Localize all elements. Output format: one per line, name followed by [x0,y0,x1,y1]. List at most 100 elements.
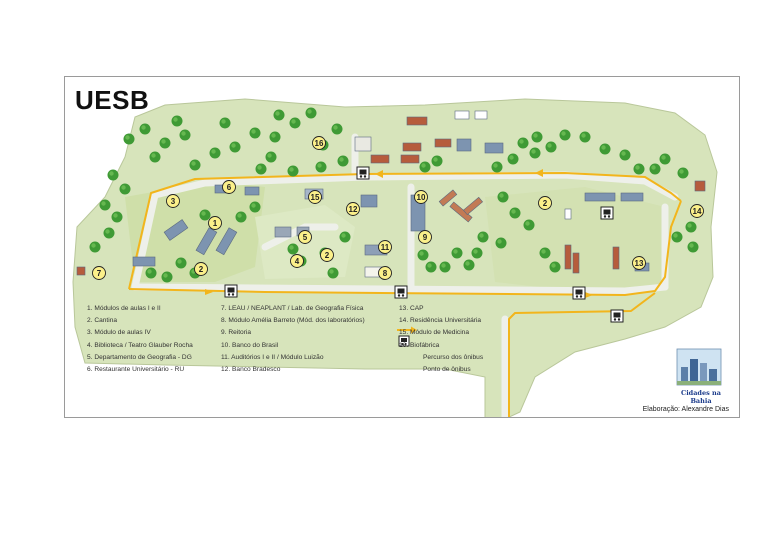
marker-label: 11 [381,243,390,252]
map-credit: Elaboração: Alexandre Dias [642,406,729,413]
tree-highlight [533,133,538,138]
tree-highlight [289,245,294,250]
tree-highlight [661,155,666,160]
building-marker-12: 12 [346,202,360,216]
building-marker-16: 16 [312,136,326,150]
tree-highlight [427,263,432,268]
marker-label: 12 [349,205,358,214]
tree-highlight [339,157,344,162]
tree-highlight [341,233,346,238]
building-marker-1: 1 [208,216,222,230]
marker-label: 2 [543,199,548,208]
building-marker-2: 2 [194,262,208,276]
bus-stops [224,166,624,323]
tree-highlight [421,163,426,168]
building-marker-9: 9 [418,230,432,244]
marker-label: 14 [693,207,702,216]
tree-highlight [267,153,272,158]
tree-highlight [221,119,226,124]
marker-label: 16 [315,139,324,148]
tree-highlight [125,135,130,140]
campus-block [485,187,665,292]
logo-text: Cidades na Bahia [681,389,721,405]
tree-highlight [151,153,156,158]
marker-label: 13 [635,259,644,268]
building-marker-15: 15 [308,190,322,204]
tree-highlight [161,139,166,144]
tree-highlight [465,261,470,266]
legend-item: 6. Restaurante Universitário - RU [87,365,185,373]
tree-highlight [493,163,498,168]
building-marker-8: 8 [378,266,392,280]
legend-item: 14. Residência Universitária [399,317,482,325]
tree-highlight [601,145,606,150]
campus-block [125,181,265,282]
tree-highlight [419,251,424,256]
tree-highlight [519,139,524,144]
tree-highlight [541,249,546,254]
legend-item: 1. Módulos de aulas I e II [87,305,161,312]
route-arrows [205,169,593,298]
tree-highlight [251,203,256,208]
tree-highlight [307,109,312,114]
building-marker-5: 5 [298,230,312,244]
tree-highlight [497,239,502,244]
legend-item: 15. Módulo de Medicina [399,329,470,337]
tree-highlight [525,221,530,226]
building-marker-11: 11 [378,240,392,254]
legend-item: 2. Cantina [87,317,118,325]
legend-column-1: 1. Módulos de aulas I e II 2. Cantina 3.… [87,303,193,376]
tree-highlight [237,213,242,218]
marker-label: 1 [213,219,218,228]
tree-highlight [621,151,626,156]
legend-item: 11. Auditórios I e II / Módulo Luizão [221,353,324,361]
legend-item: 3. Módulo de aulas IV [87,329,151,337]
marker-label: 7 [97,269,102,278]
map-title: UESB [75,85,150,115]
building-marker-2: 2 [320,248,334,262]
cidades-na-bahia-logo [676,348,722,386]
tree-highlight [101,201,106,206]
tree-highlight [251,129,256,134]
tree-highlight [479,233,484,238]
legend-column-2: 7. LEAU / NEAPLANT / Lab. de Geografia F… [221,303,365,376]
tree-highlight [109,171,114,176]
building-marker-13: 13 [632,256,646,270]
marker-label: 9 [423,233,428,242]
building-marker-10: 10 [414,190,428,204]
tree-highlight [191,161,196,166]
building-marker-4: 4 [290,254,304,268]
building-marker-14: 14 [690,204,704,218]
tree-highlight [551,263,556,268]
tree-highlight [141,125,146,130]
tree-highlight [147,269,152,274]
legend-item: 7. LEAU / NEAPLANT / Lab. de Geografia F… [221,305,364,312]
tree-highlight [271,133,276,138]
tree-highlight [291,119,296,124]
tree-highlight [651,165,656,170]
marker-label: 10 [417,193,426,202]
tree-highlight [509,155,514,160]
legend-item: 13. CAP [399,305,424,312]
tree-highlight [531,149,536,154]
tree-highlight [105,229,110,234]
tree-highlight [581,133,586,138]
tree-highlight [689,243,694,248]
tree-highlight [113,213,118,218]
marker-label: 8 [383,269,388,278]
trees [89,107,699,283]
tree-highlight [173,117,178,122]
tree-highlight [433,157,438,162]
legend-route-label: Percurso dos ônibus [423,353,484,361]
tree-highlight [289,167,294,172]
legend-item: 8. Módulo Amélia Barreto (Mód. dos labor… [221,317,365,325]
marker-label: 6 [227,183,232,192]
tree-highlight [91,243,96,248]
legend-item: 5. Departamento de Geografia - DG [87,353,192,361]
tree-highlight [679,169,684,174]
legend-item: 4. Biblioteca / Teatro Glauber Rocha [87,341,193,349]
tree-highlight [473,249,478,254]
tree-highlight [121,185,126,190]
building-marker-2: 2 [538,196,552,210]
